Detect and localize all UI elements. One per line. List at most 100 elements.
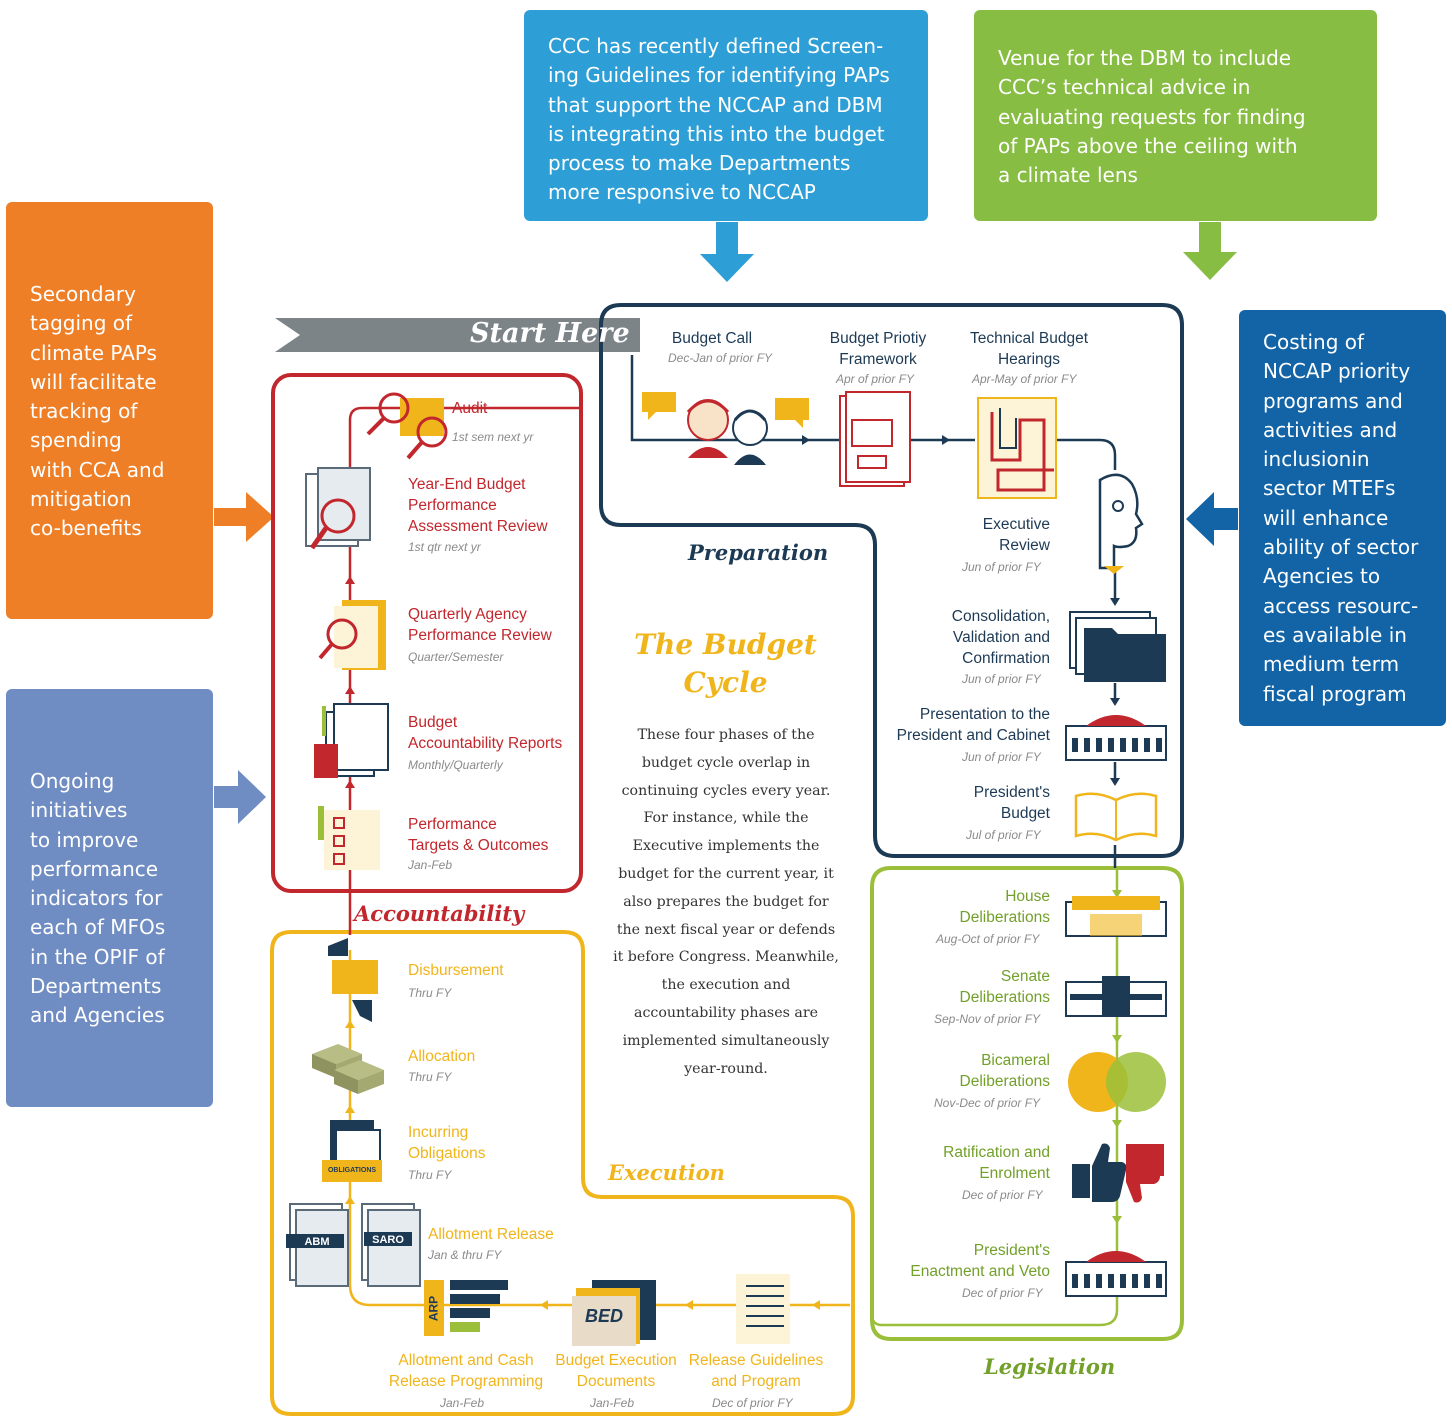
presentation-icon [1065,715,1167,761]
step-budget-execution-documents: Budget Execution Documents [555,1352,677,1390]
step-performance-targets-date: Jan-Feb [408,858,453,872]
step-presentation: Presentation to the President and Cabine… [896,706,1050,744]
step-technical-budget-hearings-date: Apr-May of prior FY [972,372,1077,386]
step-allotment-cash-release: Allotment and Cash Release Programming [388,1352,544,1390]
accountability-frame [271,373,583,893]
step-audit-date: 1st sem next yr [452,430,534,444]
incurring-obligations-icon [322,1120,382,1182]
step-incurring-obligations-date: Thru FY [408,1168,452,1182]
step-performance-targets: Performance Targets & Outcomes [408,816,549,854]
performance-targets-icon [318,806,380,870]
step-enactment-veto: President's Enactment and Veto [910,1242,1050,1280]
executive-review-icon [1098,473,1144,574]
step-release-guidelines-date: Dec of prior FY [712,1396,793,1410]
step-audit: Audit [452,400,488,417]
step-budget-accountability-reports: Budget Accountability Reports [408,714,563,752]
step-senate-deliberations: Senate Deliberations [959,968,1050,1006]
step-budget-priority-framework: Budget Priotiy Framework [829,330,927,368]
audit-icon [366,392,448,460]
callout-dbm-venue: Venue for the DBM to include CCC’s techn… [974,10,1377,221]
execution-arrowheads [345,1020,820,1310]
enactment-veto-icon [1065,1251,1167,1297]
abm-label: ABM [304,1236,330,1248]
step-consolidation-date: Jun of prior FY [962,672,1041,686]
saro-label: SARO [372,1234,404,1246]
step-presentation-date: Jun of prior FY [962,750,1041,764]
step-executive-review-date: Jun of prior FY [962,560,1041,574]
step-allocation-date: Thru FY [408,1070,452,1084]
arrow-green-callout [1183,222,1237,280]
presidents-budget-icon [1074,792,1158,842]
step-quarterly-review-date: Quarter/Semester [408,650,504,664]
step-release-guidelines: Release Guidelines and Program [688,1352,824,1390]
step-allotment-cash-release-date: Jan-Feb [440,1396,485,1410]
step-house-deliberations: House Deliberations [959,888,1050,926]
bicameral-deliberations-icon [1068,1052,1166,1112]
step-technical-budget-hearings: Technical Budget Hearings [969,330,1089,368]
callout-performance-indicators: Ongoing initiatives to improve performan… [6,689,213,1107]
allocation-icon [312,1044,384,1094]
step-presidents-budget-date: Jul of prior FY [966,828,1041,842]
start-here-label: Start Here [470,318,630,349]
arrow-purple-callout [214,770,266,824]
budget-priority-framework-icon [839,391,911,487]
house-deliberations-icon [1065,896,1167,937]
allotment-release-icon [286,1203,421,1287]
step-allotment-release-date: Jan & thru FY [428,1248,502,1262]
step-consolidation: Consolidation, Validation and Confirmati… [951,608,1050,667]
arrow-darkblue-callout [1186,492,1238,546]
accountability-arrowheads [345,576,355,788]
execution-frame [270,930,855,1416]
step-allotment-release: Allotment Release [428,1226,554,1243]
phase-title-preparation: Preparation [688,540,829,565]
step-disbursement-date: Thru FY [408,986,452,1000]
allotment-cash-release-icon [424,1280,508,1336]
preparation-arrowheads [802,435,1120,786]
step-allocation: Allocation [408,1048,476,1065]
callout-arrows [214,222,1238,824]
step-year-end-review: Year-End Budget Performance Assessment R… [408,476,548,535]
step-executive-review: Executive Review [982,516,1050,554]
step-bicameral-deliberations: Bicameral Deliberations [959,1052,1050,1090]
step-incurring-obligations: Incurring Obligations [408,1124,486,1162]
phase-title-execution: Execution [608,1160,725,1185]
step-disbursement: Disbursement [408,962,504,979]
ratification-thumbs-icon [1072,1143,1164,1203]
phase-title-legislation: Legislation [984,1354,1116,1379]
legislation-frame [870,866,1184,1341]
step-ratification-date: Dec of prior FY [962,1188,1043,1202]
callout-secondary-tagging: Secondary tagging of climate PAPs will f… [6,202,213,619]
preparation-frame [599,303,1184,858]
release-guidelines-icon [736,1274,790,1344]
step-budget-execution-documents-date: Jan-Feb [590,1396,635,1410]
arp-label: ARP [426,1295,441,1322]
budget-cycle-description: These four phases of the budget cycle ov… [613,727,839,1077]
technical-budget-hearings-icon [977,397,1057,499]
step-budget-priority-framework-date: Apr of prior FY [836,372,915,386]
budget-execution-documents-icon [572,1280,656,1346]
consolidation-icon [1069,611,1166,682]
execution-flow [348,950,850,1307]
disbursement-icon [328,938,378,1022]
start-here-ribbon [275,318,640,352]
legislation-flow [870,870,1119,1327]
phase-title-accountability: Accountability [354,901,525,926]
step-budget-call-date: Dec-Jan of prior FY [668,351,773,365]
obligations-label: OBLIGATIONS [327,1167,377,1174]
step-quarterly-review: Quarterly Agency Performance Review [408,606,552,644]
callout-screening-guidelines: CCC has recently defined Screen- ing Gui… [524,10,928,221]
step-enactment-veto-date: Dec of prior FY [962,1286,1043,1300]
step-year-end-review-date: 1st qtr next yr [408,540,481,554]
budget-call-icon [642,392,809,465]
arrow-top-callout [700,222,754,282]
budget-cycle-title: The Budget Cycle [634,628,817,699]
step-ratification: Ratification and Enrolment [943,1144,1050,1182]
accountability-flow [348,406,580,935]
step-bicameral-deliberations-date: Nov-Dec of prior FY [934,1096,1041,1110]
step-budget-accountability-reports-date: Monthly/Quarterly [408,758,503,772]
step-house-deliberations-date: Aug-Oct of prior FY [936,932,1040,946]
callout-nccap-costing: Costing of NCCAP priority programs and a… [1239,310,1446,726]
quarterly-review-icon [318,600,386,670]
arrow-orange-callout [214,492,274,542]
